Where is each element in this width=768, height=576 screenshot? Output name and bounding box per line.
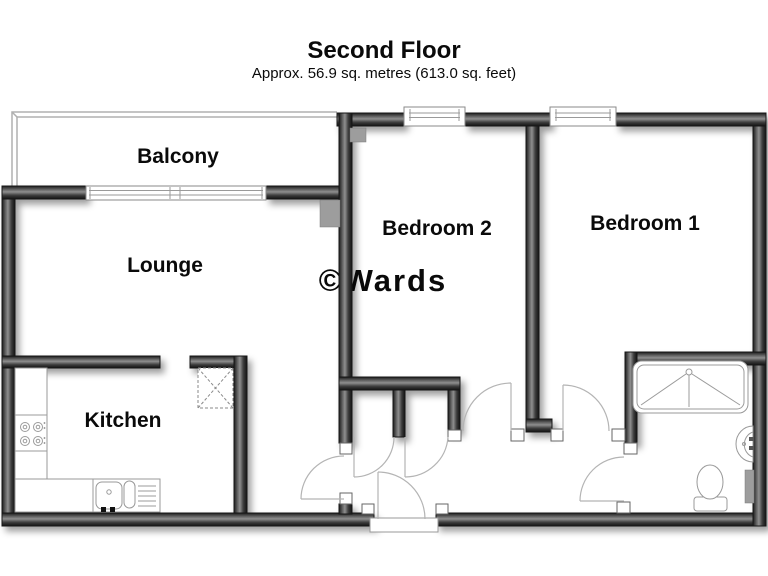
- kitchen-counter: [14, 367, 161, 513]
- watermark-text: ©Wards: [319, 263, 447, 298]
- entrance-door: [377, 471, 426, 520]
- page-title: Second Floor: [307, 37, 460, 64]
- airing-cupboard-xbox: [197, 367, 234, 409]
- wall-lounge-door-stub: [338, 503, 353, 515]
- room-label-lounge: Lounge: [127, 254, 203, 277]
- entrance-threshold: [369, 517, 439, 533]
- kitchen-sink: [95, 480, 156, 512]
- bedroom1-window: [549, 106, 617, 127]
- washbasin: [735, 425, 754, 463]
- wall-divider-foot: [525, 418, 553, 433]
- wall-top-c: [615, 112, 767, 127]
- cupboard2-door: [404, 436, 449, 478]
- bedroom1-door: [562, 384, 610, 432]
- wall-lounge-top-left: [1, 185, 87, 200]
- room-label-bedroom1: Bedroom 1: [590, 212, 700, 235]
- wall-kitchen-right: [233, 355, 248, 514]
- lounge-door: [300, 455, 345, 500]
- wall-top-b: [464, 112, 551, 127]
- room-label-kitchen: Kitchen: [84, 409, 161, 432]
- page-subtitle: Approx. 56.9 sq. metres (613.0 sq. feet): [252, 65, 516, 82]
- pillar-blocks: [14, 127, 755, 512]
- pillar-bed2-corner: [349, 127, 367, 143]
- wall-right: [752, 112, 767, 527]
- bedroom2-door: [462, 382, 512, 432]
- pillar-bathroom-wall: [744, 469, 755, 504]
- wall-lounge-top-right: [265, 185, 343, 200]
- wall-kitchen-divider: [1, 355, 161, 369]
- balcony-walls: [11, 111, 337, 199]
- bathtub: [632, 360, 749, 414]
- wall-bed2-door-side: [447, 389, 461, 432]
- wall-bottom-right: [435, 512, 767, 527]
- door-jambs: [339, 428, 638, 515]
- wall-bottom-left: [1, 512, 375, 527]
- room-label-balcony: Balcony: [137, 145, 219, 168]
- wall-bed2-left: [338, 112, 353, 444]
- pillar-lounge-corner: [319, 199, 341, 228]
- bedroom2-window: [403, 106, 466, 127]
- cupboard1-door: [353, 436, 395, 478]
- hob: [20, 422, 46, 446]
- bathroom-door: [579, 456, 625, 502]
- doors: [300, 382, 625, 520]
- wall-bed2-bottom: [338, 376, 461, 391]
- wall-bed-divider: [525, 125, 540, 420]
- toilet: [693, 464, 728, 512]
- room-label-bedroom2: Bedroom 2: [382, 217, 492, 240]
- balcony-sliding-window: [85, 185, 267, 201]
- wall-cupboard-stub: [392, 389, 406, 438]
